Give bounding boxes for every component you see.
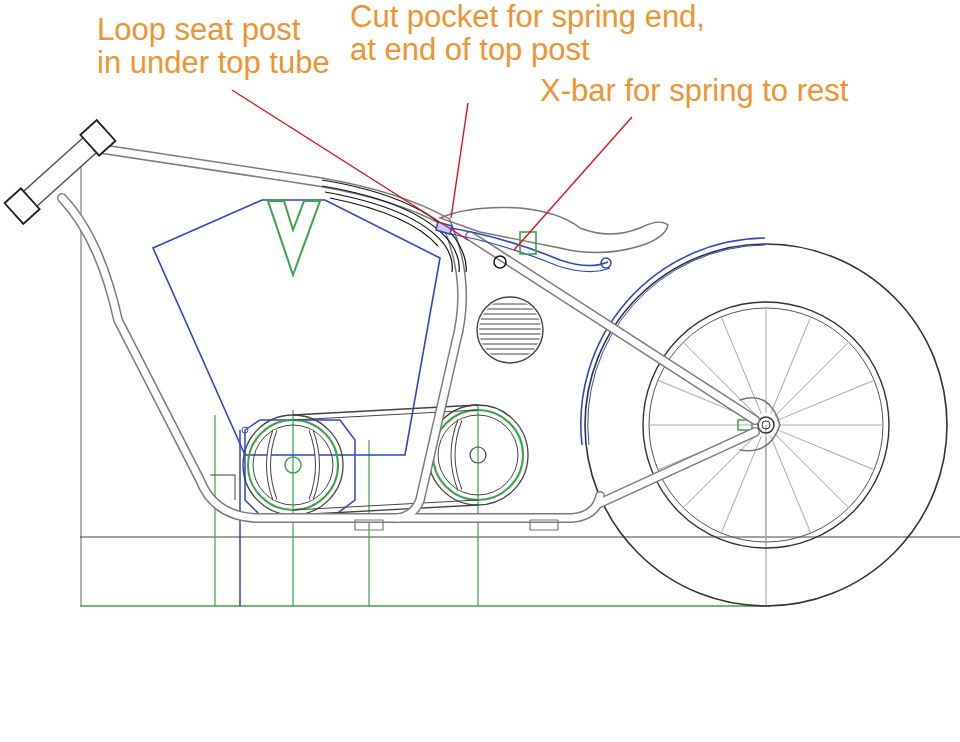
engine-v bbox=[268, 201, 320, 275]
steering-head bbox=[5, 120, 116, 224]
leader-lines bbox=[232, 90, 632, 250]
primary-drive bbox=[242, 405, 528, 515]
callout-label: Cut pocket for spring end, at end of top… bbox=[350, 0, 720, 66]
frame-tubes bbox=[62, 148, 780, 530]
seat bbox=[436, 207, 668, 271]
engine-outline bbox=[153, 200, 440, 455]
construction-lines bbox=[80, 165, 960, 606]
grill bbox=[470, 297, 550, 363]
rear-wheel bbox=[585, 244, 947, 606]
callout-label: X-bar for spring to rest bbox=[540, 74, 940, 107]
callout-label: Loop seat post in under top tube bbox=[97, 13, 331, 79]
